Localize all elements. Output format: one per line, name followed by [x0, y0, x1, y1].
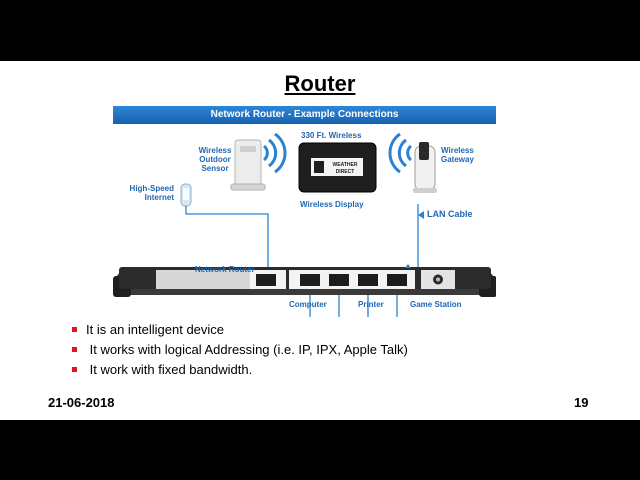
- label-wireless-display: Wireless Display: [300, 200, 364, 209]
- label-lan-cable-text: LAN Cable: [427, 209, 473, 219]
- label-range: 330 Ft. Wireless: [301, 131, 362, 140]
- diagram-graphics: WEATHER DIRECT: [113, 132, 496, 317]
- label-line: Sensor: [201, 164, 229, 173]
- slide: Router Network Router - Example Connecti…: [0, 61, 640, 420]
- label-wireless-gateway: Wireless Gateway: [441, 146, 474, 164]
- network-diagram: Network Router - Example Connections WEA…: [113, 106, 496, 317]
- bullet-list: It is an intelligent device It works wit…: [72, 320, 408, 380]
- bullet-text: It works with logical Addressing (i.e. I…: [86, 342, 408, 357]
- label-line: Gateway: [441, 155, 474, 164]
- bullet-item: It works with logical Addressing (i.e. I…: [72, 340, 408, 360]
- label-wireless-sensor: Wireless Outdoor Sensor: [197, 146, 233, 173]
- wireless-gateway-icon: [413, 142, 437, 193]
- bullet-marker-icon: [72, 347, 77, 352]
- label-line: Wireless: [441, 146, 474, 155]
- bullet-marker-icon: [72, 327, 77, 332]
- wifi-signal-icon: [388, 132, 413, 174]
- label-game-station: Game Station: [410, 300, 462, 309]
- footer-date: 21-06-2018: [48, 395, 115, 410]
- label-computer: Computer: [289, 300, 327, 309]
- bullet-text: It is an intelligent device: [86, 322, 225, 337]
- label-line: Outdoor: [199, 155, 231, 164]
- label-line: Wireless: [198, 146, 232, 155]
- slide-title: Router: [284, 71, 356, 96]
- weather-display-icon: WEATHER DIRECT: [298, 142, 377, 193]
- diagram-banner: Network Router - Example Connections: [113, 106, 496, 124]
- slide-number: 19: [574, 395, 589, 410]
- outdoor-sensor-icon: [230, 139, 266, 191]
- bullet-text: It work with fixed bandwidth.: [86, 362, 253, 377]
- bullet-item: It is an intelligent device: [72, 320, 408, 340]
- label-line: High-Speed: [129, 184, 174, 193]
- display-screen-line-2: DIRECT: [336, 169, 355, 175]
- bullet-marker-icon: [72, 367, 77, 372]
- label-internet: High-Speed Internet: [122, 184, 174, 202]
- label-lan-cable: LAN Cable: [418, 210, 473, 219]
- router-icon: [113, 267, 496, 297]
- label-line: Internet: [144, 193, 174, 202]
- display-screen-line-1: WEATHER: [333, 162, 358, 168]
- arrow-left-icon: [418, 210, 424, 219]
- label-printer: Printer: [358, 300, 384, 309]
- label-network-router: Network Router: [195, 265, 255, 274]
- bullet-item: It work with fixed bandwidth.: [72, 360, 408, 380]
- wifi-signal-icon: [262, 132, 287, 174]
- modem-icon: [180, 183, 192, 207]
